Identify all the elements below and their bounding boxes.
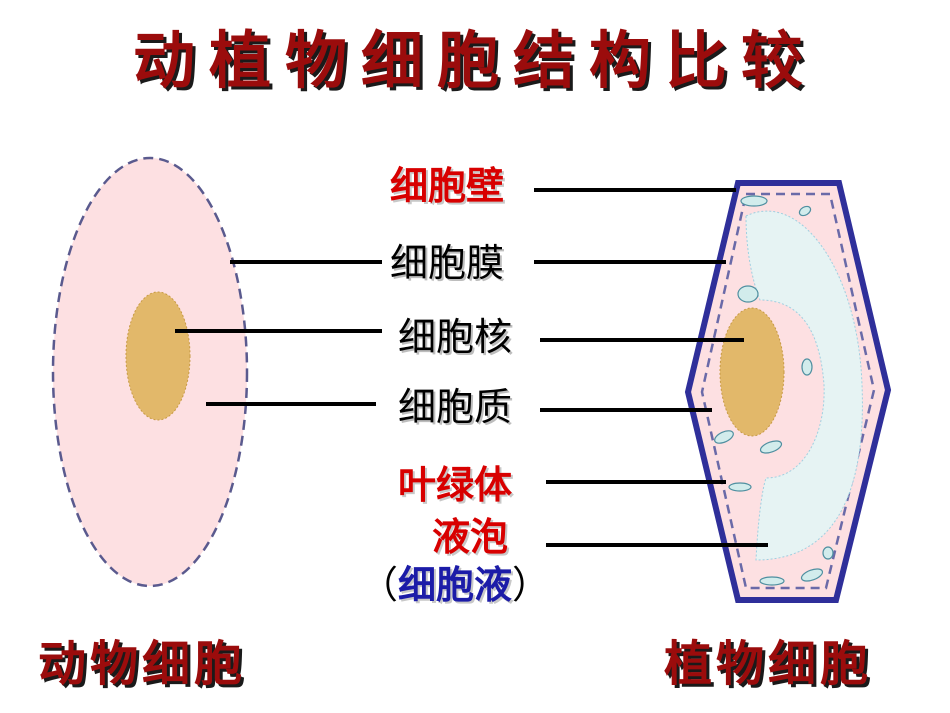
label-cell-wall: 细胞壁 — [390, 164, 505, 208]
chloroplast — [800, 568, 824, 582]
plant-cell-membrane — [700, 192, 876, 590]
leader-lines — [175, 188, 768, 547]
plant-chloroplasts — [714, 195, 834, 586]
plant-cell — [684, 180, 892, 603]
plant-vacuole — [745, 210, 863, 561]
paren-close: ） — [512, 563, 551, 607]
animal-cell — [51, 156, 249, 588]
chloroplast — [737, 285, 759, 303]
caption-animal-cell: 动物细胞 — [38, 636, 247, 692]
label-chloroplast: 叶绿体 — [398, 463, 513, 507]
plant-nucleus — [719, 307, 785, 437]
chloroplast — [759, 440, 783, 454]
paren-open: （ — [360, 563, 399, 607]
chloroplast — [728, 482, 752, 492]
caption-plant-cell: 植物细胞 — [664, 636, 873, 692]
chloroplast — [798, 205, 812, 217]
label-vacuole: 液泡 — [432, 515, 509, 559]
animal-nucleus — [125, 291, 191, 421]
chloroplast — [822, 546, 834, 560]
label-cell-membrane: 细胞膜 — [390, 241, 505, 285]
chloroplast — [740, 195, 768, 207]
label-cytoplasm: 细胞质 — [398, 385, 513, 429]
chloroplast — [714, 430, 734, 444]
label-cell-sap: （细胞液） — [360, 566, 550, 604]
chloroplast — [759, 576, 785, 586]
label-cell-sap-text: 细胞液 — [398, 563, 513, 607]
chloroplast — [801, 358, 813, 376]
label-nucleus: 细胞核 — [398, 315, 513, 359]
slide-title: 动植物细胞结构比较 — [132, 24, 817, 97]
